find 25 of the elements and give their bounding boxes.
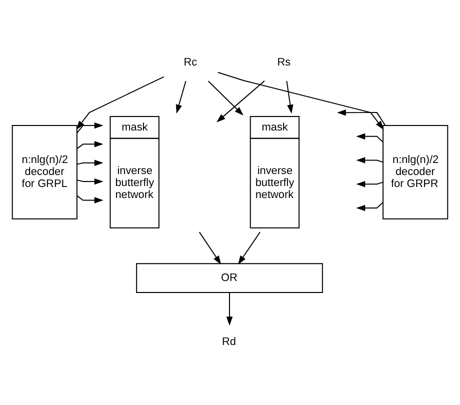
- arrow: [198, 232, 222, 265]
- arrow: [76, 141, 104, 150]
- arrow: [336, 109, 386, 126]
- arrow: [76, 178, 104, 185]
- arrow: [216, 80, 265, 122]
- arrow: [76, 122, 104, 134]
- arrow: [356, 202, 384, 212]
- node-text: Rc: [184, 56, 198, 69]
- node-box: OR: [136, 263, 323, 293]
- arrow: [76, 195, 104, 204]
- arrow: [208, 80, 244, 116]
- arrow: [226, 292, 233, 326]
- arrow: [238, 232, 261, 265]
- arrow: [356, 180, 384, 188]
- arrow: [217, 72, 384, 130]
- arrow: [76, 76, 164, 130]
- arrow: [356, 157, 384, 164]
- node-text: Rs: [277, 56, 291, 69]
- arrow: [356, 133, 384, 142]
- node-box: n:nlg(n)/2 decoder for GRPL: [12, 124, 78, 220]
- node-box: n:nlg(n)/2 decoder for GRPR: [382, 124, 448, 220]
- arrow: [176, 80, 186, 114]
- node-text: Rd: [222, 336, 236, 348]
- arrow: [76, 160, 104, 166]
- arrow: [286, 80, 294, 114]
